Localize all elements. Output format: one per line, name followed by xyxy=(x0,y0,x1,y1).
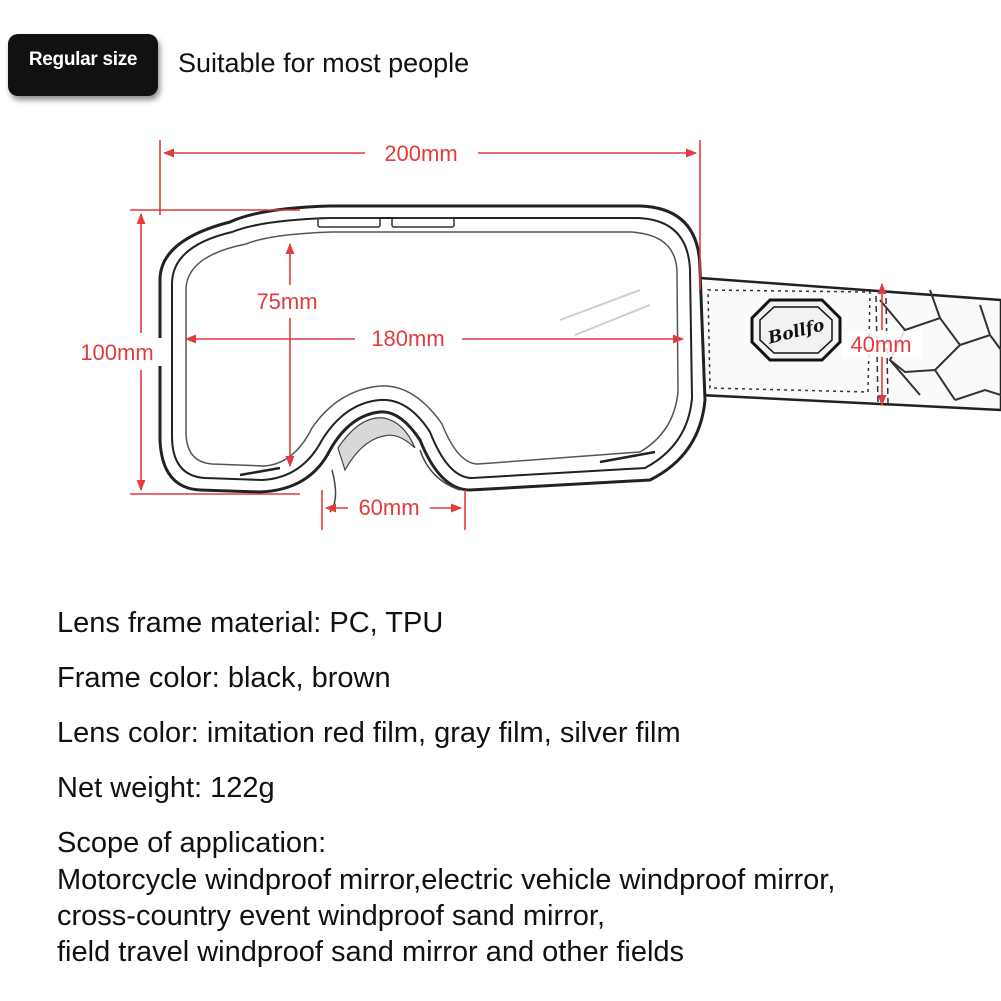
scope-line: cross-country event windproof sand mirro… xyxy=(57,900,605,932)
size-tagline: Suitable for most people xyxy=(178,48,470,78)
spec-lens-color: Lens color: imitation red film, gray fil… xyxy=(57,717,681,749)
overall-height-label: 100mm xyxy=(80,340,153,365)
scope-line: Motorcycle windproof mirror,electric veh… xyxy=(57,864,836,896)
overall-width-label: 200mm xyxy=(384,141,457,166)
goggle-frame xyxy=(158,204,707,513)
lens-width-label: 180mm xyxy=(371,326,444,351)
strap-height-label: 40mm xyxy=(850,332,911,357)
size-badge-label: Regular size xyxy=(28,49,138,70)
spec-material: Lens frame material: PC, TPU xyxy=(57,607,444,639)
size-badge: Regular size xyxy=(8,34,158,96)
goggles-dimension-diagram: Bollfo 200mm xyxy=(72,140,1001,530)
lens-height-label: 75mm xyxy=(256,289,317,314)
nose-width-label: 60mm xyxy=(358,495,419,520)
dimension-lines xyxy=(130,140,887,530)
brand-logo: Bollfo xyxy=(750,298,842,362)
spec-frame-color: Frame color: black, brown xyxy=(57,662,391,694)
spec-weight: Net weight: 122g xyxy=(57,772,275,804)
scope-line: field travel windproof sand mirror and o… xyxy=(57,936,685,968)
scope-heading: Scope of application: xyxy=(57,827,327,859)
